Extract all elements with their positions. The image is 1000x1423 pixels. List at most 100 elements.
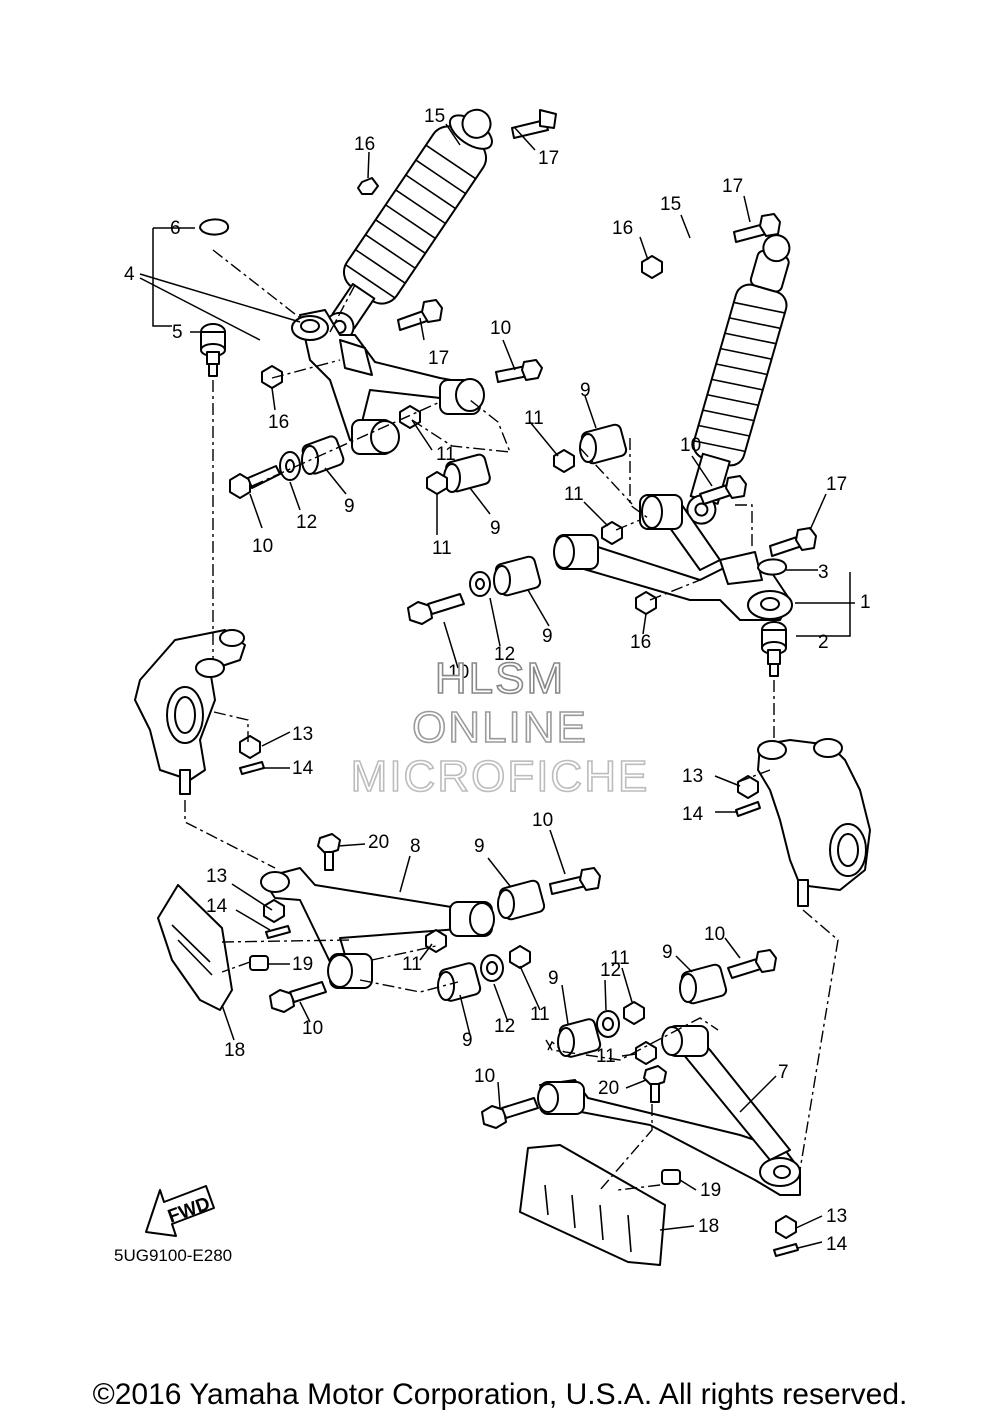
callout-18: 18 — [224, 1040, 245, 1061]
bolt-upper-left-17[interactable] — [397, 299, 443, 331]
lower-left-arm[interactable] — [260, 867, 495, 989]
callout-9: 9 — [490, 518, 501, 539]
callout-14: 14 — [826, 1234, 848, 1255]
callout-11: 11 — [432, 538, 452, 559]
bushing-lower-right-b[interactable] — [679, 963, 728, 1005]
bushing-lower-left-b[interactable] — [437, 962, 482, 1002]
callout-17: 17 — [826, 474, 847, 495]
callout-8: 8 — [410, 836, 421, 857]
lower-left-skid-plate[interactable] — [157, 884, 233, 1011]
callout-12: 12 — [494, 644, 515, 665]
bolt-upper-left[interactable] — [229, 465, 281, 499]
washer-lower-left[interactable] — [480, 954, 504, 982]
clip-left[interactable] — [199, 218, 229, 236]
nut-upper-left-a[interactable] — [261, 365, 283, 389]
callout-2: 2 — [818, 632, 829, 653]
upper-right-arm[interactable] — [553, 494, 793, 621]
bushing-lower-right-a[interactable] — [557, 1018, 602, 1058]
bolt-lower-right-b[interactable] — [727, 949, 777, 979]
bolt-upper-right-b[interactable] — [699, 475, 747, 505]
callout-4: 4 — [124, 264, 135, 285]
nut-lower-left-b[interactable] — [509, 945, 531, 969]
nut-lower-right-a[interactable] — [623, 1001, 645, 1025]
callout-14: 14 — [682, 804, 704, 825]
clip-lower-right[interactable] — [661, 1169, 681, 1185]
washer-upper-left[interactable] — [279, 451, 301, 481]
nut-left-knuckle[interactable] — [239, 735, 261, 759]
callout-12: 12 — [296, 512, 317, 533]
nut-upper-left-c[interactable] — [426, 471, 448, 495]
clip-lower-left[interactable] — [249, 955, 269, 971]
callout-16: 16 — [268, 412, 289, 433]
callout-20: 20 — [598, 1078, 619, 1099]
bushing-upper-right-b[interactable] — [493, 555, 542, 597]
watermark-line-3: MICROFICHE — [350, 751, 650, 802]
bolt-lower-left-b[interactable] — [269, 981, 327, 1013]
bolt-lower-right-20[interactable] — [643, 1065, 667, 1103]
bushing-upper-right-a[interactable] — [579, 423, 628, 465]
callout-10: 10 — [532, 810, 553, 831]
bolt-upper-left-10[interactable] — [495, 359, 543, 383]
bolt-upper-right-a[interactable] — [407, 593, 465, 625]
nut-lower-left-13[interactable] — [263, 899, 285, 923]
washer-lower-right[interactable] — [596, 1010, 620, 1038]
watermark-line-1: HLSM — [434, 653, 566, 704]
callout-labels: 15 16 17 6 4 5 17 16 10 11 12 9 10 9 11 … — [124, 106, 871, 1255]
callout-14: 14 — [206, 896, 228, 917]
nut-lower-right-13[interactable] — [775, 1215, 797, 1239]
bolt-lower-right-a[interactable] — [481, 1097, 539, 1129]
callout-17: 17 — [428, 348, 449, 369]
callout-13: 13 — [292, 724, 313, 745]
callout-14: 14 — [292, 758, 314, 779]
watermark-line-2: ONLINE — [411, 702, 588, 753]
callout-16: 16 — [354, 134, 375, 155]
nut-upper-right-c[interactable] — [635, 591, 657, 615]
bolt-lower-left-20[interactable] — [317, 833, 341, 871]
washer-upper-right[interactable] — [469, 571, 491, 597]
callout-11: 11 — [564, 484, 584, 505]
callout-15: 15 — [660, 194, 681, 215]
cotter-pin-lower-left[interactable] — [265, 925, 291, 939]
callout-19: 19 — [292, 954, 313, 975]
callout-9: 9 — [662, 942, 673, 963]
bolt-upper-right-17[interactable] — [769, 527, 817, 557]
bushing-lower-left-a[interactable] — [497, 879, 546, 921]
callout-11: 11 — [530, 1004, 550, 1025]
nut-upper-left-b[interactable] — [399, 405, 421, 429]
assembly-center-lines — [184, 249, 839, 1191]
lower-right-skid-plate[interactable] — [519, 1144, 666, 1266]
callout-16: 16 — [612, 218, 633, 239]
callout-16: 16 — [630, 632, 651, 653]
lower-right-arm[interactable] — [537, 1025, 801, 1196]
ball-joint-left[interactable] — [200, 323, 226, 377]
callout-10: 10 — [704, 924, 725, 945]
callout-1: 1 — [860, 592, 871, 613]
left-steering-knuckle[interactable] — [134, 629, 246, 795]
nut-lower-right-b[interactable] — [635, 1041, 657, 1065]
callout-11: 11 — [524, 408, 544, 429]
callout-10: 10 — [252, 536, 273, 557]
diagram-code: 5UG9100-E280 — [114, 1246, 233, 1265]
nut-upper-right-a[interactable] — [553, 449, 575, 473]
right-steering-knuckle[interactable] — [757, 738, 871, 907]
nut-upper-right-b[interactable] — [601, 521, 623, 545]
bushing-upper-left-b[interactable] — [443, 453, 491, 493]
bolt-lower-left-a[interactable] — [549, 867, 601, 895]
callout-10: 10 — [302, 1018, 323, 1039]
callout-5: 5 — [172, 322, 183, 343]
callout-10: 10 — [448, 662, 469, 683]
callout-11: 11 — [596, 1046, 616, 1067]
ball-joint-right[interactable] — [761, 621, 787, 677]
callout-9: 9 — [542, 626, 553, 647]
upper-right-shock-absorber[interactable] — [641, 213, 805, 530]
upper-left-arm[interactable] — [291, 309, 485, 455]
callout-9: 9 — [548, 968, 559, 989]
callout-6: 6 — [170, 218, 181, 239]
clip-right[interactable] — [757, 558, 787, 576]
callout-9: 9 — [462, 1030, 473, 1051]
nut-right-knuckle[interactable] — [737, 775, 759, 799]
callout-9: 9 — [580, 380, 591, 401]
cotter-pin-lower-right[interactable] — [773, 1243, 799, 1257]
cotter-pin-right-knuckle[interactable] — [735, 801, 761, 817]
